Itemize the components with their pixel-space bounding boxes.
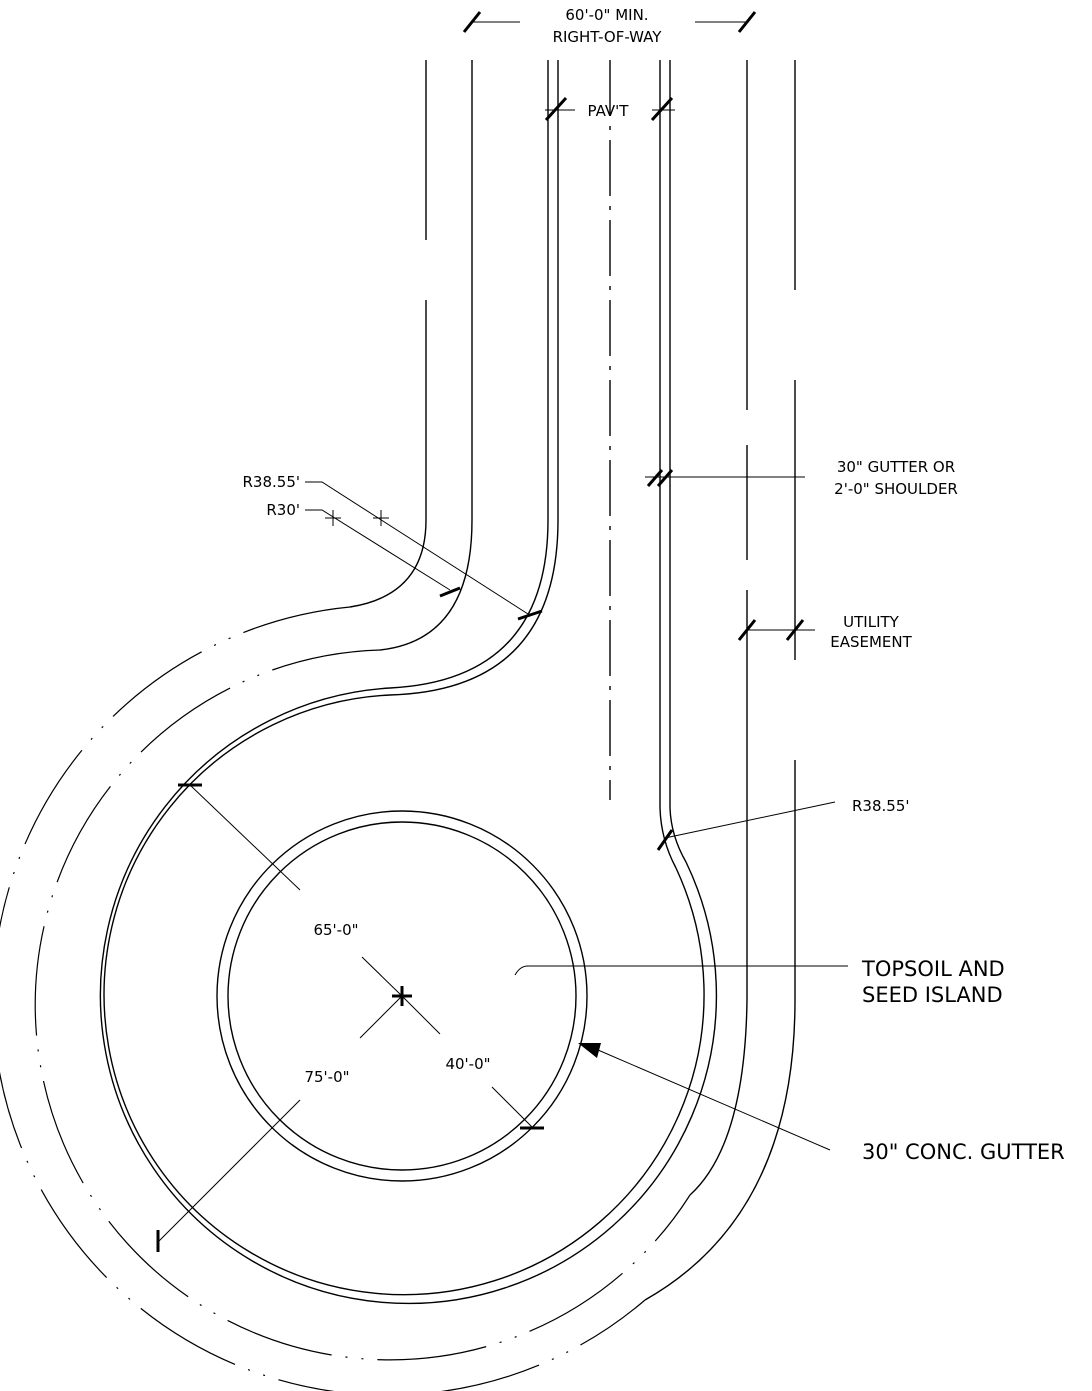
row-label-line1: 60'-0" MIN.: [565, 6, 648, 24]
easement-ticks: [737, 619, 805, 641]
conc-gutter-label: 30" CONC. GUTTER: [862, 1140, 1065, 1164]
labels: 60'-0" MIN. RIGHT-OF-WAY PAV'T R38.55' R…: [243, 6, 1065, 1164]
dim-40-line: [401, 995, 533, 1128]
island-label-line1: TOPSOIL AND: [861, 957, 1005, 981]
bulb-gutter-outer: [99, 687, 718, 1305]
r3855-leader: [305, 481, 529, 615]
conc-gutter-arrowhead: [578, 1043, 601, 1058]
bulb-easement-line: [0, 606, 646, 1391]
right-gutter-outer: [669, 60, 687, 863]
left-easement-line: [349, 60, 427, 608]
right-radius-leader: [664, 801, 836, 839]
cul-de-sac-bulb: [0, 606, 718, 1391]
dim-40-label: 40'-0": [445, 1055, 490, 1073]
radius-point-marks: [325, 510, 389, 526]
dim-65-line: [189, 784, 403, 997]
left-row-line: [379, 60, 473, 651]
right-easement-line: [644, 60, 796, 1301]
radius-outer-label: R38.55': [243, 473, 301, 491]
right-radius-tick: [656, 829, 674, 851]
island-outer-circle: [216, 810, 588, 1182]
bulb-row-line: [34, 649, 691, 1361]
dim-75-line: [157, 995, 403, 1243]
pavt-ticks: [544, 96, 674, 122]
row-label-line2: RIGHT-OF-WAY: [553, 28, 663, 46]
right-row-line: [689, 60, 748, 1196]
bulb-gutter-inner: [103, 694, 705, 1296]
gutter-label-line2: 2'-0" SHOULDER: [834, 480, 958, 498]
pavement-label: PAV'T: [588, 102, 630, 120]
road-lines: [349, 60, 796, 1301]
left-gutter-outer: [389, 60, 549, 689]
radius-right-label: R38.55': [852, 797, 910, 815]
island-leader: [514, 965, 848, 976]
easement-label-line1: UTILITY: [843, 613, 900, 631]
radius-inner-label: R30': [266, 501, 300, 519]
easement-label-line2: EASEMENT: [830, 633, 912, 651]
left-gutter-inner: [389, 60, 559, 696]
r30-leader: [305, 509, 451, 591]
row-dim-ticks: [462, 11, 757, 33]
dim-75-label: 75'-0": [304, 1068, 349, 1086]
radius-ticks: [439, 586, 543, 621]
right-gutter-inner: [659, 60, 677, 869]
island-inner-circle: [227, 821, 577, 1171]
gutter-ticks: [646, 469, 674, 487]
conc-gutter-leader: [597, 1049, 831, 1151]
gutter-label-line1: 30" GUTTER OR: [837, 458, 955, 476]
island-label-line2: SEED ISLAND: [862, 983, 1003, 1007]
dim-65-label: 65'-0": [313, 921, 358, 939]
dimensions: [156, 11, 848, 1252]
